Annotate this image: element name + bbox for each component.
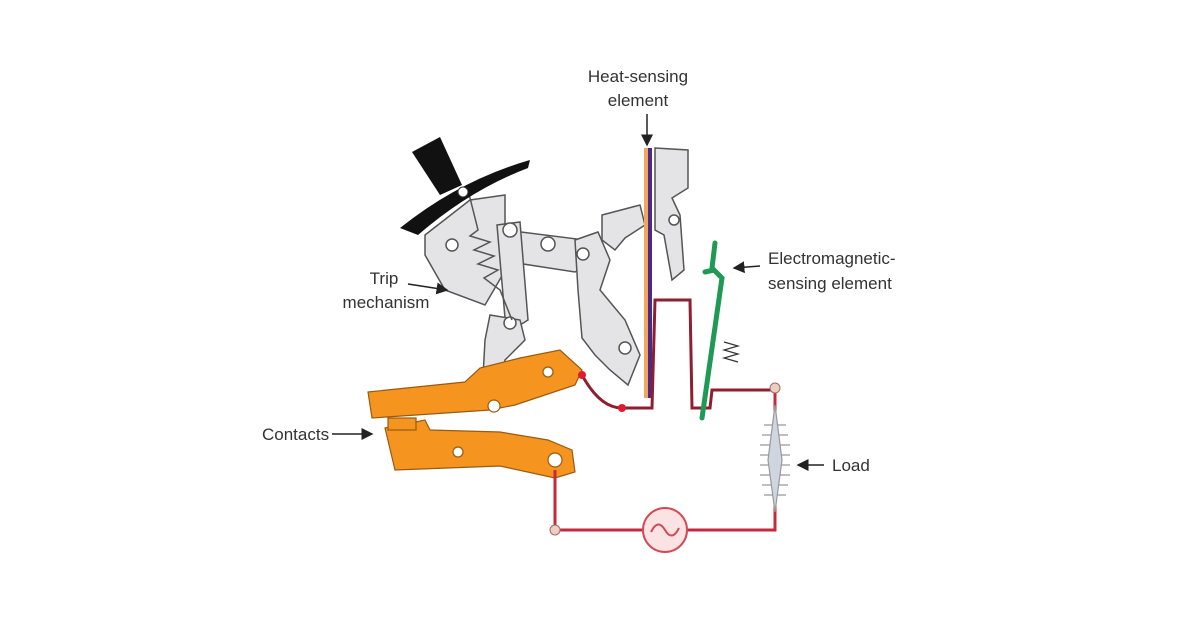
wire-joint (578, 371, 586, 379)
label-load: Load (832, 456, 870, 475)
terminal (549, 524, 561, 536)
heat-sensing-strip (644, 148, 648, 398)
em-spring (721, 341, 741, 363)
label-heat-sensing-2: element (608, 91, 669, 110)
electromagnetic-sensing-element (699, 240, 725, 421)
label-trip-2: mechanism (343, 293, 430, 312)
label-contacts: Contacts (262, 425, 329, 444)
label-heat-sensing: Heat-sensing (588, 67, 688, 86)
ac-source-icon (642, 507, 688, 553)
wire-joint (618, 404, 626, 412)
arrow-em (732, 261, 761, 274)
contacts (367, 349, 583, 479)
trip-spring (467, 189, 513, 321)
trip-mechanism (424, 147, 689, 401)
heat-sensing-strip-bimetal (648, 148, 652, 398)
terminal (769, 382, 781, 394)
label-em-2: sensing element (768, 274, 892, 293)
load-resistor (760, 404, 790, 513)
label-em: Electromagnetic- (768, 249, 896, 268)
arrow-trip (407, 282, 449, 295)
label-trip: Trip (370, 269, 399, 288)
handle (400, 137, 530, 235)
